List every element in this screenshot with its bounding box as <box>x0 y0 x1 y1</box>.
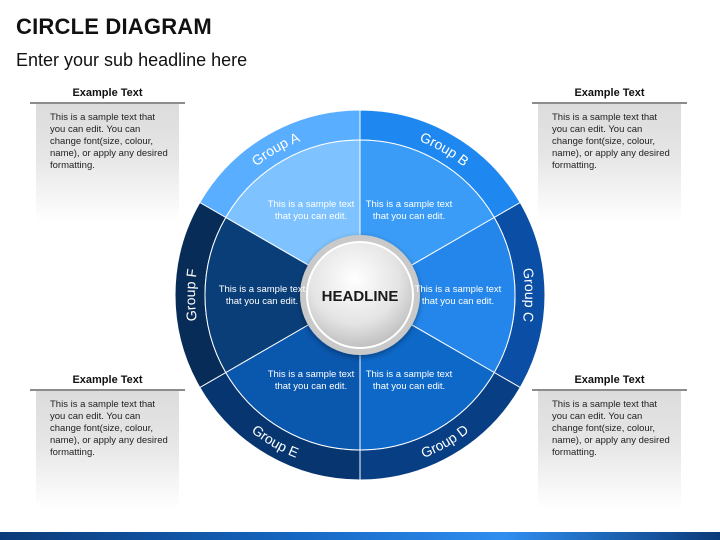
group-label-c: Group C <box>520 267 538 323</box>
group-label-text: Group F <box>182 268 200 323</box>
text-box-body: This is a sample text that you can edit.… <box>36 104 179 222</box>
text-box-line: name), or apply any desired <box>50 148 168 159</box>
text-box-line: you can edit. You can <box>50 411 141 422</box>
text-box-line: you can edit. You can <box>50 124 141 135</box>
center-headline: HEADLINE <box>322 288 399 305</box>
text-box-line: formatting. <box>552 447 597 458</box>
text-box-line: formatting. <box>50 447 95 458</box>
text-box-divider <box>532 102 687 104</box>
text-box-top-left: Example Text This is a sample text that … <box>30 86 185 226</box>
segment-text-line: that you can edit. <box>275 381 347 392</box>
text-box-line: formatting. <box>552 160 597 171</box>
segment-text-line: This is a sample text <box>415 284 502 295</box>
group-label-text: Group C <box>520 267 538 323</box>
text-box-bottom-left: Example Text This is a sample text that … <box>30 373 185 513</box>
segment-text-line: that you can edit. <box>226 296 298 307</box>
inner-segment-c <box>358 216 516 374</box>
text-box-line: formatting. <box>50 160 95 171</box>
segment-text-line: This is a sample text <box>268 199 355 210</box>
text-box-title: Example Text <box>574 87 645 99</box>
bottom-accent-bar <box>0 532 720 540</box>
segment-text-line: that you can edit. <box>373 211 445 222</box>
text-box-line: change font(size, colour, <box>552 136 655 147</box>
segment-text-line: This is a sample text <box>219 284 306 295</box>
segment-text-line: that you can edit. <box>373 381 445 392</box>
hub-disc <box>306 241 414 349</box>
text-box-line: name), or apply any desired <box>50 435 168 446</box>
text-box-line: change font(size, colour, <box>50 423 153 434</box>
group-label-f: Group F <box>182 268 200 323</box>
text-box-top-right: Example Text This is a sample text that … <box>532 86 687 226</box>
center-hub: HEADLINE <box>300 235 420 355</box>
text-box-title: Example Text <box>72 374 143 386</box>
segment-text-line: This is a sample text <box>366 199 453 210</box>
text-box-body: This is a sample text that you can edit.… <box>538 391 681 509</box>
segment-text-line: that you can edit. <box>275 211 347 222</box>
text-box-line: This is a sample text that <box>50 112 156 123</box>
outer-ring <box>174 109 546 481</box>
text-box-bottom-right: Example Text This is a sample text that … <box>532 373 687 513</box>
text-box-line: change font(size, colour, <box>50 136 153 147</box>
text-box-line: This is a sample text that <box>50 399 156 410</box>
text-box-line: This is a sample text that <box>552 112 658 123</box>
text-box-body: This is a sample text that you can edit.… <box>36 391 179 509</box>
segment-text-line: This is a sample text <box>268 369 355 380</box>
text-box-line: change font(size, colour, <box>552 423 655 434</box>
page-title: CIRCLE DIAGRAM <box>16 14 212 39</box>
text-box-line: you can edit. You can <box>552 411 643 422</box>
text-box-line: you can edit. You can <box>552 124 643 135</box>
text-box-title: Example Text <box>72 87 143 99</box>
page-subtitle: Enter your sub headline here <box>16 50 248 70</box>
segment-text-line: that you can edit. <box>422 296 494 307</box>
inner-segment-f <box>204 216 362 374</box>
text-box-divider <box>532 389 687 391</box>
inner-segments <box>204 139 516 451</box>
text-box-divider <box>30 389 185 391</box>
text-box-divider <box>30 102 185 104</box>
text-box-line: This is a sample text that <box>552 399 658 410</box>
text-box-line: name), or apply any desired <box>552 435 670 446</box>
segment-text-line: This is a sample text <box>366 369 453 380</box>
text-box-body: This is a sample text that you can edit.… <box>538 104 681 222</box>
text-box-line: name), or apply any desired <box>552 148 670 159</box>
text-box-title: Example Text <box>574 374 645 386</box>
